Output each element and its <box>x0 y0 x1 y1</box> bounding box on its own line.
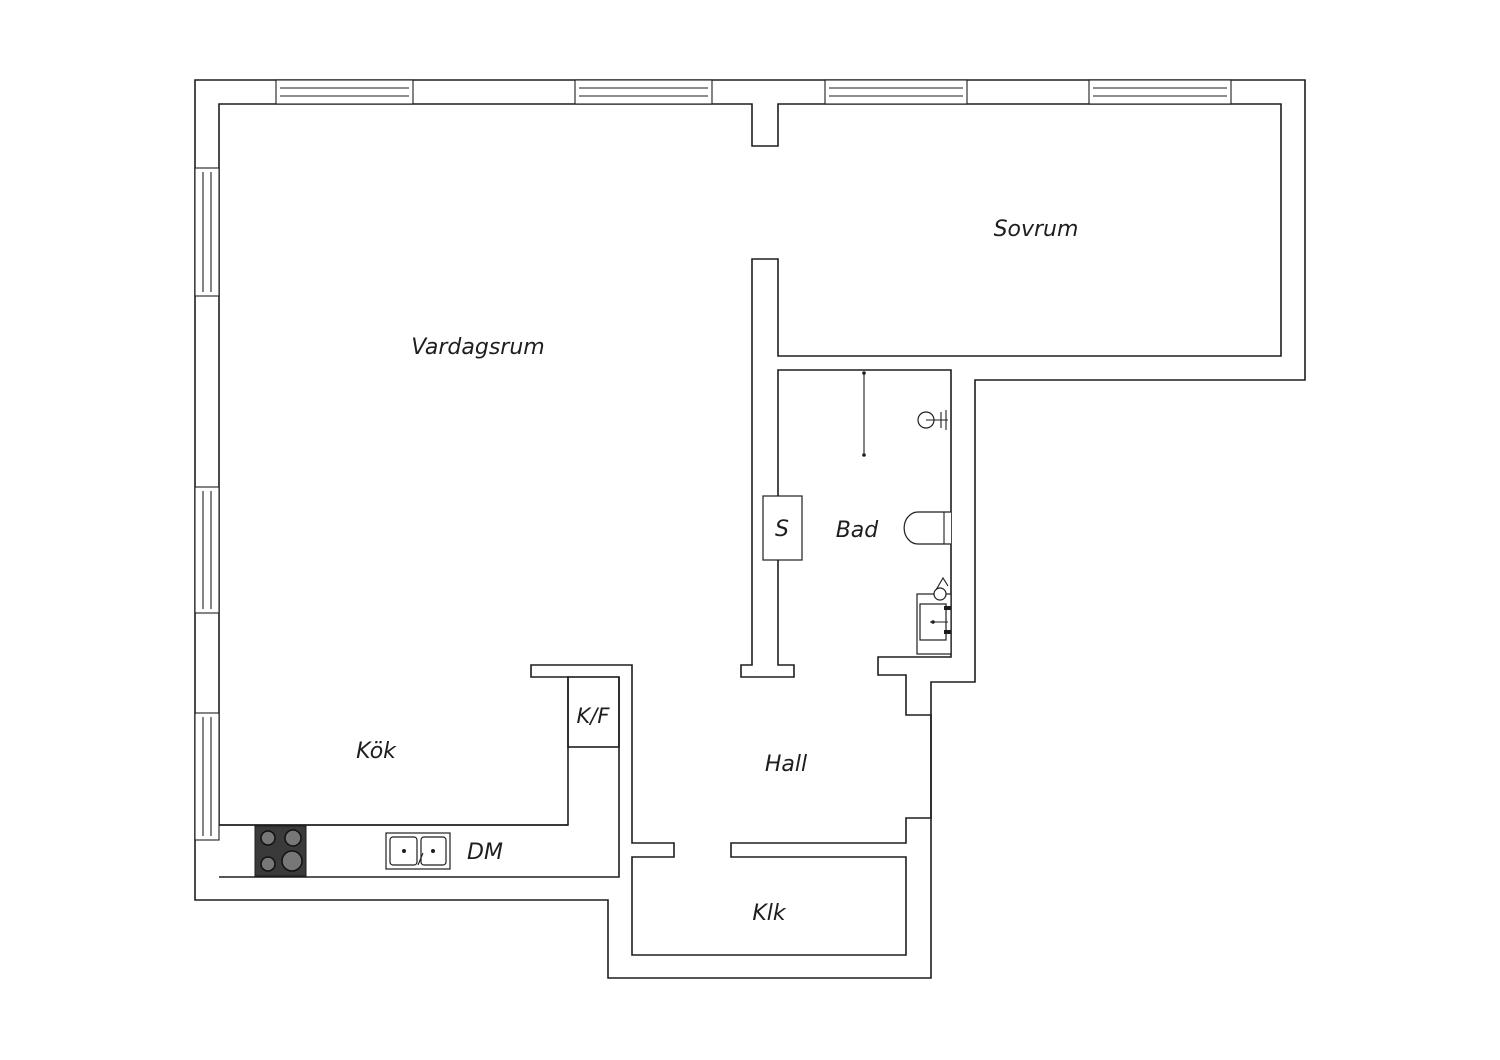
windows-top <box>275 79 1232 105</box>
room-label-closet: Klk <box>752 901 787 926</box>
room-label-kitchen: Kök <box>356 739 397 764</box>
inner-wall-main <box>218 103 1282 956</box>
outer-wall <box>194 79 1306 979</box>
label-wardrobe: S <box>775 517 789 542</box>
room-label-bathroom: Bad <box>836 518 880 543</box>
sink-icon <box>385 832 451 870</box>
wardrobe-box <box>762 495 803 561</box>
stove-icon <box>254 825 307 877</box>
fridge-freezer-niche <box>567 676 620 748</box>
washbasin-icon <box>916 576 952 655</box>
toilet-icon <box>903 511 951 545</box>
room-label-hall: Hall <box>765 752 807 777</box>
room-label-bedroom: Sovrum <box>994 217 1079 242</box>
room-label-living: Vardagsrum <box>411 335 544 360</box>
label-dishwasher: DM <box>467 840 503 865</box>
label-fridge-freezer: K/F <box>577 704 611 728</box>
shower-icon <box>862 371 948 457</box>
windows-left <box>194 167 220 841</box>
